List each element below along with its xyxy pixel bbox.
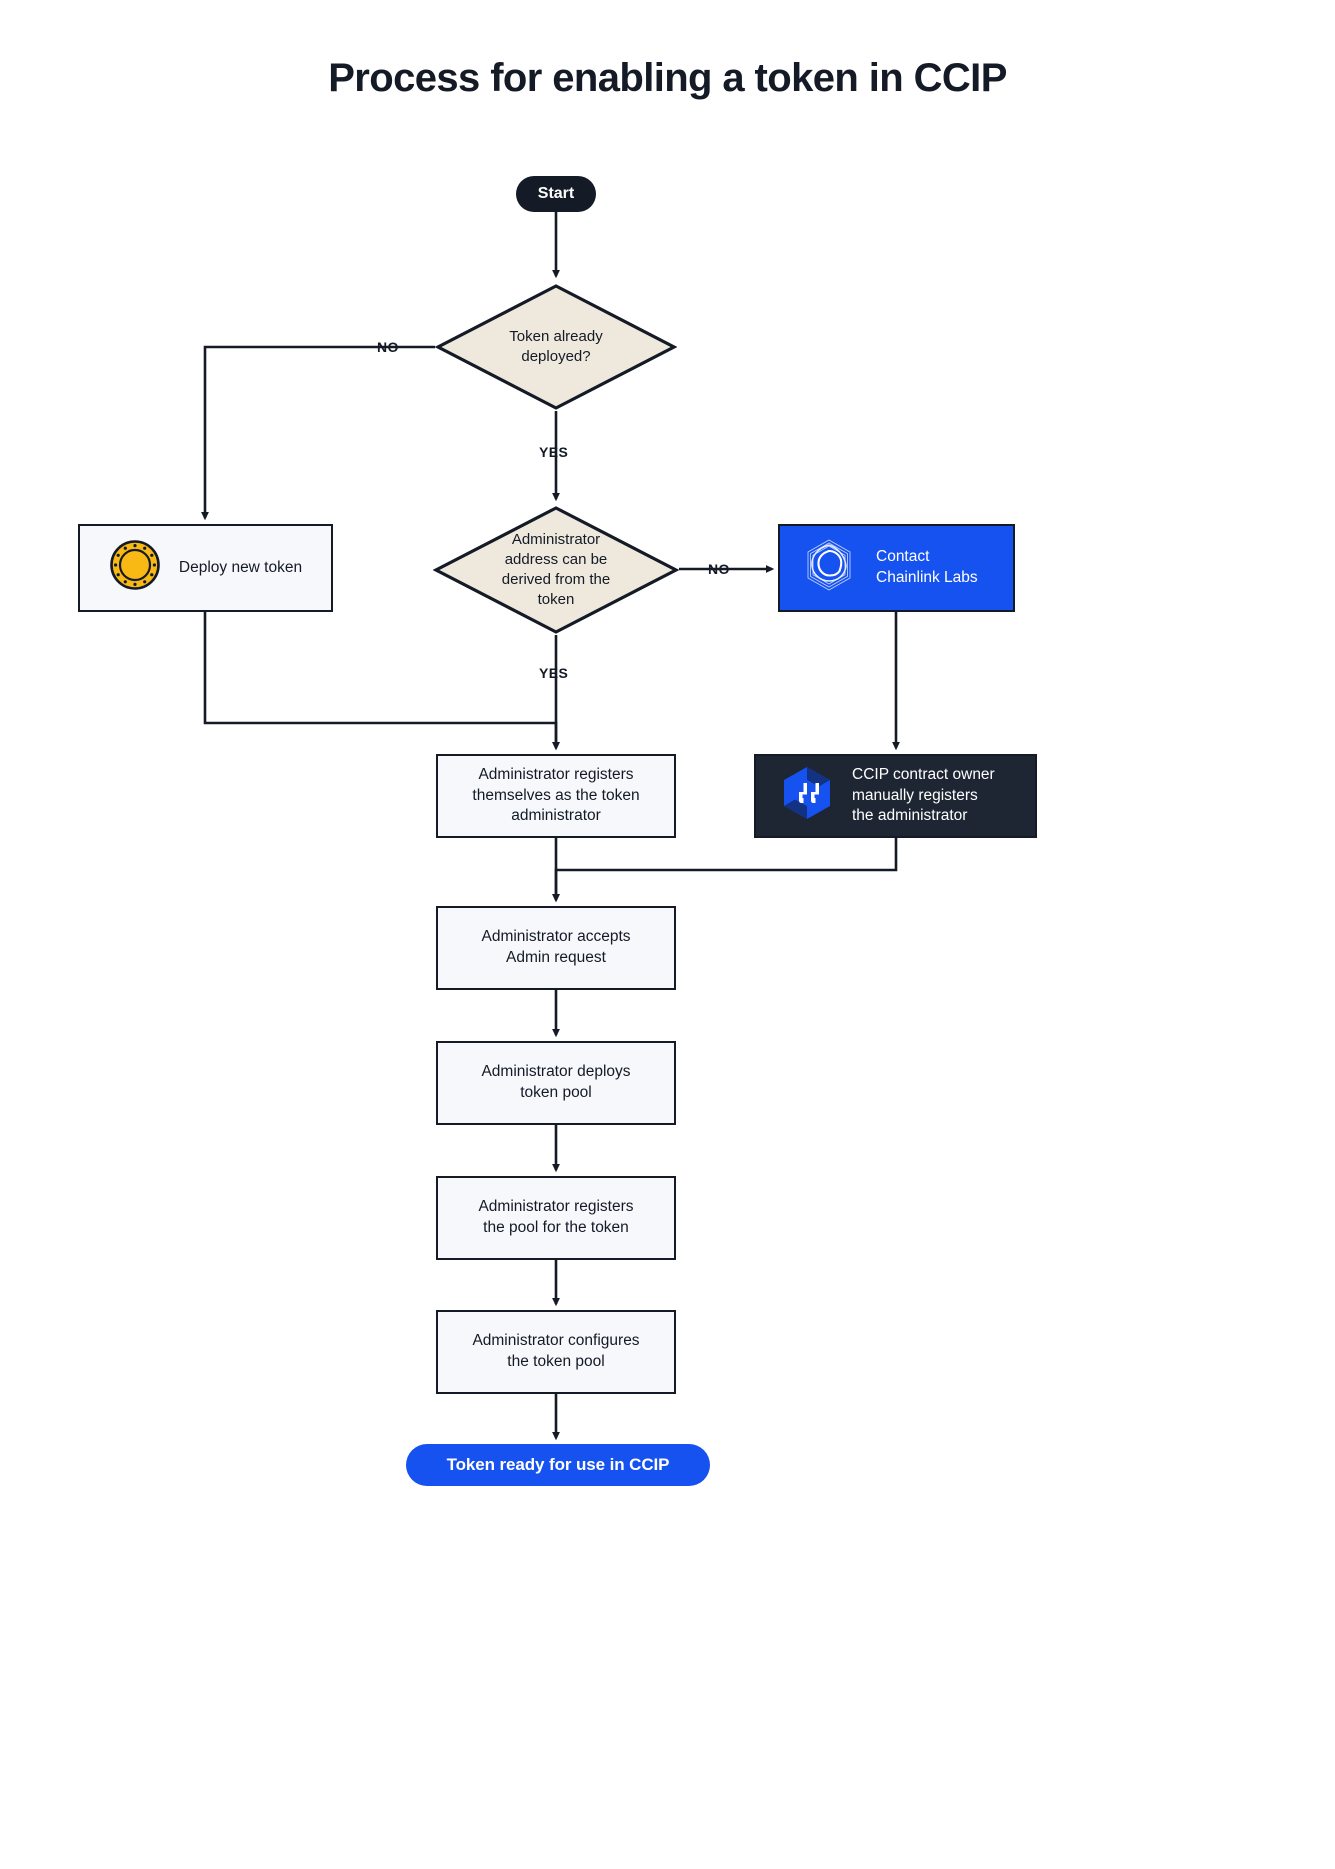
node-admin-registers-self: Administrator registers themselves as th… <box>436 754 676 838</box>
node-admin-accepts-label: Administrator accepts Admin request <box>481 928 631 966</box>
node-decision-token-deployed: Token already deployed? <box>435 283 677 411</box>
node-decision-admin-derived: Administrator address can be derived fro… <box>433 505 679 635</box>
node-deploy-new-token: Deploy new token <box>78 524 333 612</box>
node-contact-chainlink: Contact Chainlink Labs <box>778 524 1015 612</box>
node-admin-configures-pool: Administrator configures the token pool <box>436 1310 676 1394</box>
gold-coin-icon <box>109 539 161 598</box>
node-ccip-owner-registers: CCIP contract owner manually registers t… <box>754 754 1037 838</box>
node-admin-accepts: Administrator accepts Admin request <box>436 906 676 990</box>
node-admin-deploys-pool: Administrator deploys token pool <box>436 1041 676 1125</box>
edge-label-yes-1: YES <box>539 444 569 460</box>
node-deploy-new-token-label: Deploy new token <box>178 558 303 576</box>
chainlink-labs-logo-icon <box>798 534 860 603</box>
node-end: Token ready for use in CCIP <box>406 1444 710 1486</box>
node-admin-deploys-pool-label: Administrator deploys token pool <box>481 1063 631 1101</box>
diamond-shape-2 <box>433 506 679 634</box>
node-ccip-owner-registers-label: CCIP contract owner manually registers t… <box>852 765 995 825</box>
node-end-label: Token ready for use in CCIP <box>446 1455 670 1474</box>
page-title: Process for enabling a token in CCIP <box>328 56 1007 100</box>
node-admin-registers-pool: Administrator registers the pool for the… <box>436 1176 676 1260</box>
node-admin-registers-pool-label: Administrator registers the pool for the… <box>478 1198 634 1236</box>
ccip-logo-icon <box>778 764 836 829</box>
node-admin-registers-self-label: Administrator registers themselves as th… <box>472 765 640 825</box>
node-contact-chainlink-label: Contact Chainlink Labs <box>876 548 978 586</box>
diamond-shape-1 <box>435 284 677 410</box>
node-start: Start <box>516 176 596 212</box>
node-admin-configures-pool-label: Administrator configures the token pool <box>472 1332 640 1370</box>
edge-label-no-1: NO <box>377 339 399 355</box>
node-start-label: Start <box>537 185 575 202</box>
edge-label-no-2: NO <box>708 561 730 577</box>
edge-label-yes-2: YES <box>539 665 569 681</box>
